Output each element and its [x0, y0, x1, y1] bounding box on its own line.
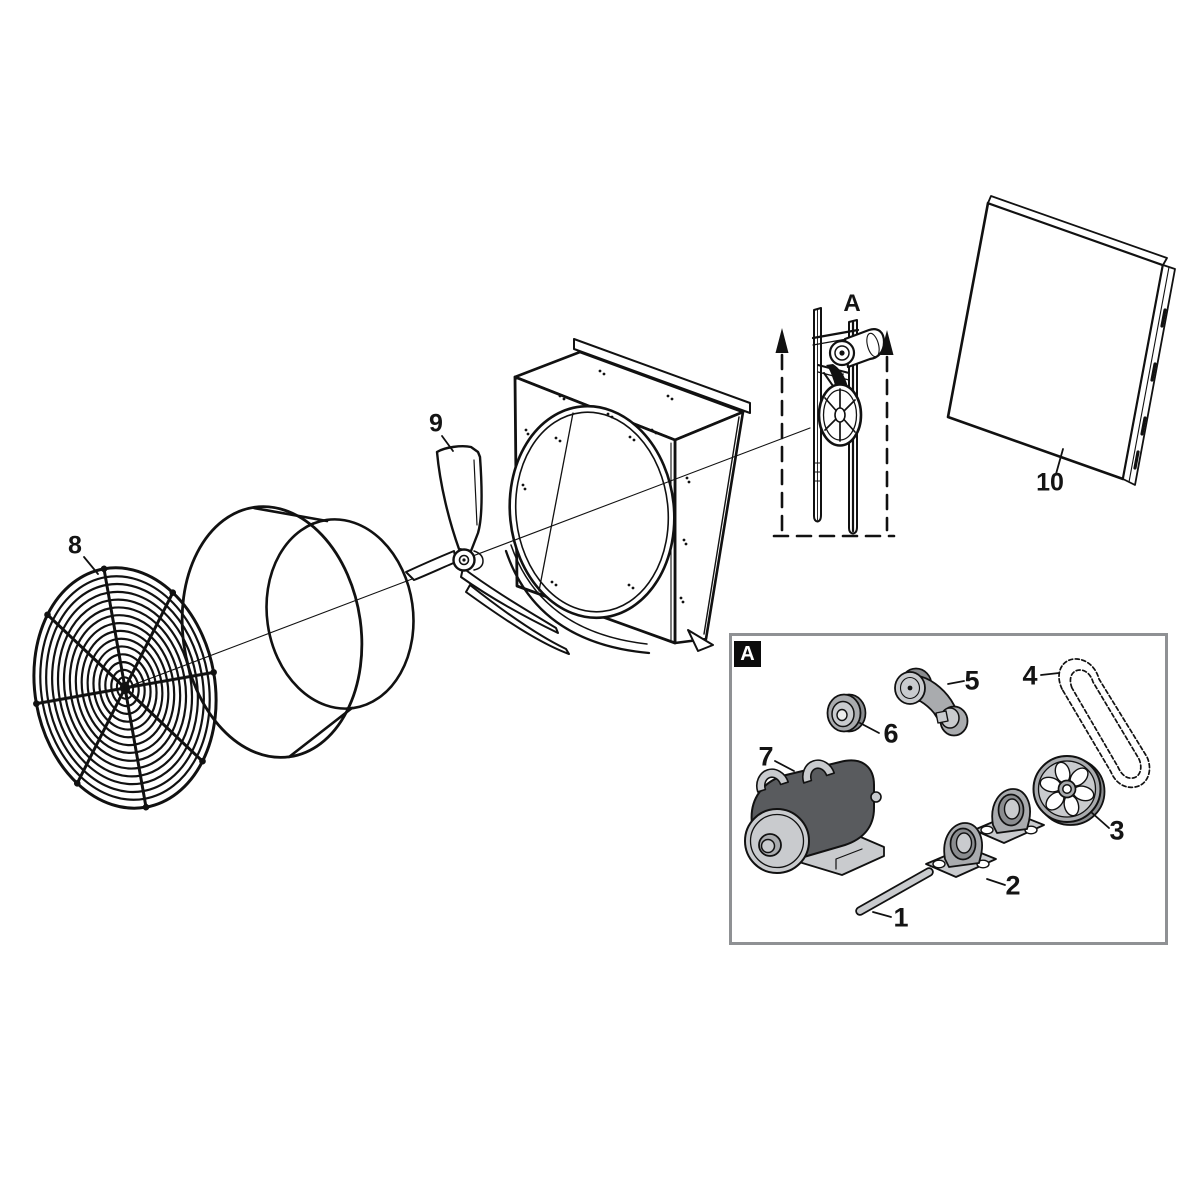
leader-lines — [83, 435, 1110, 918]
callout-part2: 2 — [1005, 870, 1021, 901]
drive-motor — [843, 328, 886, 369]
guard-spoke-dots — [33, 565, 217, 811]
guard-spokes — [34, 567, 216, 809]
idler-pulley-part — [826, 693, 867, 733]
callout-part5: 5 — [964, 665, 980, 696]
callout-part1: 1 — [893, 902, 909, 933]
shaft-part — [855, 867, 934, 916]
inset-badge-a: A — [734, 641, 761, 667]
pulley-part — [1032, 755, 1106, 826]
panel-hinge-marks — [1133, 308, 1167, 470]
callout-part7: 7 — [758, 741, 774, 772]
callout-part4: 4 — [1022, 660, 1038, 691]
callout-part9: 9 — [429, 409, 443, 438]
bearing-part-front — [925, 822, 997, 878]
callout-part6: 6 — [883, 718, 899, 749]
fan-propeller — [405, 445, 570, 655]
bearing-part-back — [973, 788, 1045, 844]
callout-part8: 8 — [68, 531, 82, 560]
callout-part3: 3 — [1109, 815, 1125, 846]
callout-part10: 10 — [1036, 468, 1064, 497]
inset-detail-box — [729, 633, 1168, 945]
belt-part — [1058, 658, 1151, 789]
drive-assembly — [772, 307, 896, 538]
shutter-panel — [946, 195, 1176, 486]
tensioner-part — [894, 667, 969, 737]
callout-assembly-a: A — [843, 290, 861, 317]
housing-rivet-dots — [521, 369, 691, 604]
motor-part — [744, 759, 885, 876]
up-arrow-left-icon — [775, 328, 789, 353]
venturi-drum — [180, 505, 415, 759]
fan-guard — [32, 565, 218, 811]
fan-housing — [504, 338, 751, 655]
